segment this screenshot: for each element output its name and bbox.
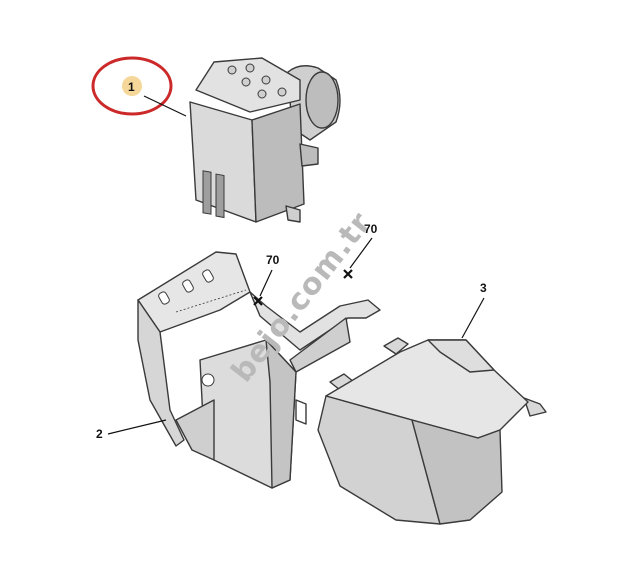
part-3-cover[interactable] — [317, 337, 547, 525]
callout-70-right-label: 70 — [364, 222, 378, 236]
callout-1-label: 1 — [128, 80, 135, 94]
leader-line-70-left — [259, 269, 273, 297]
leader-line-3 — [461, 297, 485, 339]
callout-2-label: 2 — [96, 427, 103, 441]
highlight-circle — [91, 56, 173, 116]
fastener-70-left-marker — [253, 296, 263, 306]
part-1-abs-unit[interactable] — [189, 57, 341, 223]
callout-1-bubble — [122, 76, 142, 96]
fastener-70-right-marker — [343, 269, 353, 279]
callout-3-label: 3 — [480, 281, 487, 295]
part-2-bracket[interactable] — [137, 251, 381, 489]
leader-line-2 — [107, 419, 167, 435]
leader-line-70-right — [349, 237, 373, 269]
callout-70-left-label: 70 — [266, 253, 280, 267]
leader-line-1 — [143, 95, 187, 117]
